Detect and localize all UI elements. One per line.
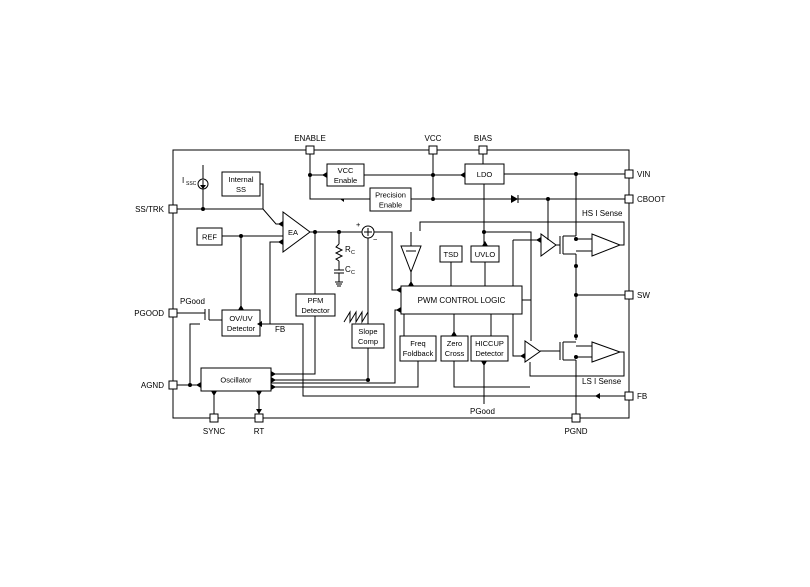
pin-rt-label: RT xyxy=(254,427,265,436)
oscillator-label: Oscillator xyxy=(220,376,252,385)
pin-pgnd-label: PGND xyxy=(564,427,587,436)
hs-i-sense-label: HS I Sense xyxy=(582,209,623,218)
pgood-internal-label: PGood xyxy=(180,297,205,306)
ref-label: REF xyxy=(202,233,217,242)
uvlo-label: UVLO xyxy=(475,250,496,259)
pin-rt: RT xyxy=(254,413,265,436)
freq-foldback-block: Freq Foldback xyxy=(399,335,437,362)
pin-enable: ENABLE xyxy=(294,134,326,155)
tsd-block: TSD xyxy=(439,245,463,263)
vcc-enable-line1: VCC xyxy=(338,166,354,175)
ls-sense-amp xyxy=(591,341,622,363)
chip-boundary xyxy=(172,149,630,419)
pfm-detector-block: PFM Detector xyxy=(295,293,336,317)
fb-internal-label: FB xyxy=(275,325,285,334)
hiccup-detector-block: HICCUP Detector xyxy=(470,335,509,362)
pin-agnd: AGND xyxy=(141,380,178,390)
tsd-label: TSD xyxy=(444,250,460,259)
pgood-bottom-label: PGood xyxy=(470,407,495,416)
pfm-detector-line1: PFM xyxy=(308,296,324,305)
cc-label: C xyxy=(345,265,351,274)
zero-cross-line1: Zero xyxy=(447,339,462,348)
uvlo-block: UVLO xyxy=(470,245,500,263)
wires xyxy=(177,154,625,414)
pfm-detector-line2: Detector xyxy=(301,306,330,315)
pin-cboot-label: CBOOT xyxy=(637,195,666,204)
rc-sub: C xyxy=(351,250,355,256)
pwm-control-logic-block: PWM CONTROL LOGIC xyxy=(400,285,523,315)
cc-sub: C xyxy=(351,270,355,276)
hiccup-detector-line1: HICCUP xyxy=(475,339,504,348)
ov-uv-detector-line2: Detector xyxy=(227,324,256,333)
zero-cross-block: Zero Cross xyxy=(440,335,469,362)
error-amplifier: EA xyxy=(282,211,311,253)
issc-sub: SSC xyxy=(186,181,197,187)
freq-foldback-line2: Foldback xyxy=(403,349,434,358)
internal-ss-line1: Internal xyxy=(228,175,253,184)
ref-block: REF xyxy=(196,227,223,246)
precision-enable-block: Precision Enable xyxy=(369,187,412,212)
pin-vin: VIN xyxy=(624,169,651,179)
pin-agnd-label: AGND xyxy=(141,381,164,390)
pin-cboot: CBOOT xyxy=(624,194,666,204)
pin-sw-label: SW xyxy=(637,291,650,300)
ea-label: EA xyxy=(288,228,298,237)
pin-pgood: PGOOD xyxy=(134,308,178,318)
rc-label: R xyxy=(345,245,351,254)
pin-bias-label: BIAS xyxy=(474,134,492,143)
zero-cross-line2: Cross xyxy=(445,349,465,358)
hiccup-detector-line2: Detector xyxy=(475,349,504,358)
pin-vcc: VCC xyxy=(425,134,442,155)
pin-ss-trk: SS/TRK xyxy=(135,204,178,214)
vcc-enable-line2: Enable xyxy=(334,176,357,185)
internal-ss-block: Internal SS xyxy=(221,171,261,197)
pin-sync: SYNC xyxy=(203,413,225,436)
pin-sync-label: SYNC xyxy=(203,427,225,436)
pwm-control-logic-label: PWM CONTROL LOGIC xyxy=(418,296,506,305)
freq-foldback-line1: Freq xyxy=(410,339,425,348)
hs-sense-amp xyxy=(591,233,622,257)
precision-enable-line1: Precision xyxy=(375,191,406,200)
ldo-block: LDO xyxy=(464,163,505,185)
ov-uv-detector-line1: OV/UV xyxy=(229,314,252,323)
slope-comp-block: Slope Comp xyxy=(351,323,385,349)
pin-enable-label: ENABLE xyxy=(294,134,326,143)
pin-ss-trk-label: SS/TRK xyxy=(135,205,165,214)
issc-label: I xyxy=(182,176,184,185)
pin-bias: BIAS xyxy=(474,134,492,155)
ldo-label: LDO xyxy=(477,170,493,179)
junction-dots xyxy=(188,172,578,387)
precision-enable-line2: Enable xyxy=(379,201,402,210)
slope-comp-line1: Slope xyxy=(358,327,377,336)
pin-pgnd: PGND xyxy=(564,413,588,436)
pin-vcc-label: VCC xyxy=(425,134,442,143)
ls-i-sense-label: LS I Sense xyxy=(582,377,622,386)
sum-minus-sign: − xyxy=(373,235,378,244)
ov-uv-detector-block: OV/UV Detector xyxy=(221,309,261,337)
pin-pgood-label: PGOOD xyxy=(134,309,164,318)
internal-ss-line2: SS xyxy=(236,185,246,194)
pin-fb-label: FB xyxy=(637,392,647,401)
pin-vin-label: VIN xyxy=(637,170,651,179)
issc-current-source: I SSC xyxy=(182,176,209,190)
vcc-enable-block: VCC Enable xyxy=(326,163,365,187)
oscillator-block: Oscillator xyxy=(200,367,272,392)
sum-plus-sign: + xyxy=(356,220,361,229)
pin-sw: SW xyxy=(624,290,650,300)
pwm-comparator xyxy=(400,245,422,274)
ls-driver-buffer xyxy=(524,340,541,363)
arrowheads xyxy=(196,172,600,414)
slope-comp-line2: Comp xyxy=(358,337,378,346)
pin-fb: FB xyxy=(624,391,647,401)
